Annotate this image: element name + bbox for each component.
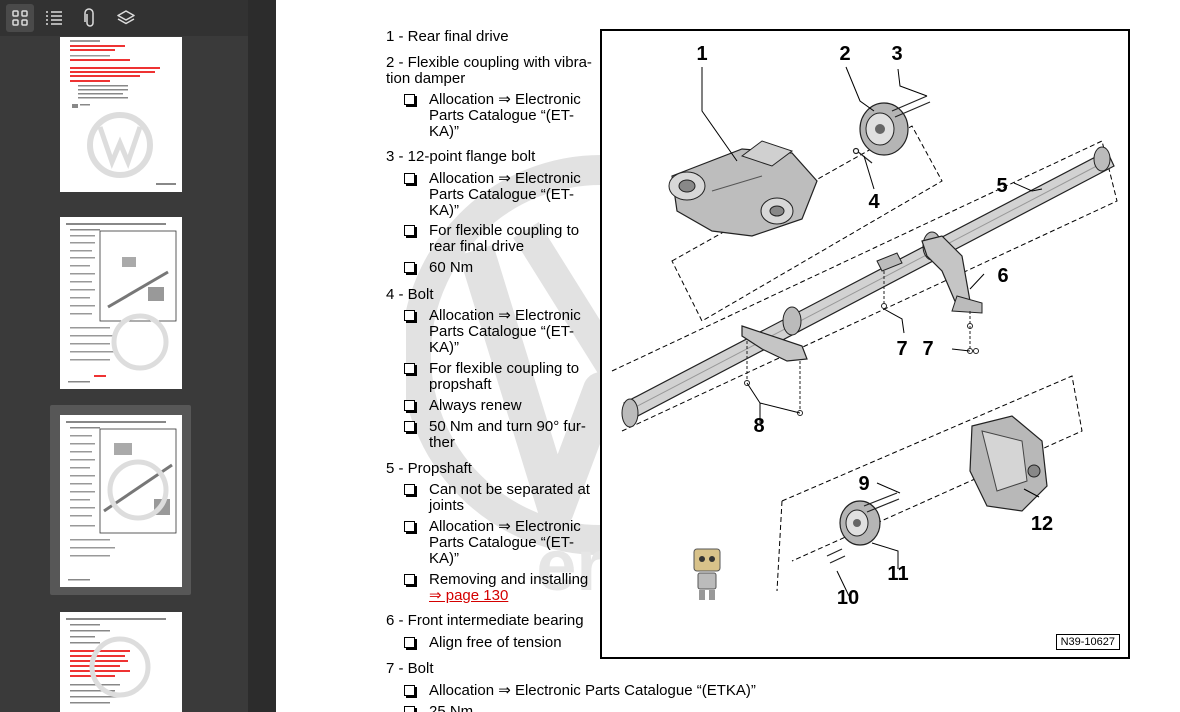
bullet-checkbox	[404, 94, 415, 105]
item-5-bullet-1: Can not be separated at joints	[429, 481, 590, 514]
exploded-view-figure: 1 2 3 4 5 6 7 7 8 9 10 11 12 N39-10627	[600, 29, 1130, 659]
sidebar-toolbar	[0, 0, 248, 36]
item-4-bullet-1: Allocation ⇒ Electronic Parts Catalogue …	[429, 307, 581, 356]
callout-6: 6	[997, 265, 1008, 287]
item-2-bullet-1: Allocation ⇒ Electronic Parts Catalogue …	[429, 91, 581, 140]
page-thumbnail[interactable]	[60, 217, 182, 389]
callout-7a: 7	[896, 338, 907, 360]
item-7-bullet-2: 25 Nm	[429, 703, 474, 712]
item-6-bullet-1: Align free of tension	[429, 634, 562, 651]
layers-button[interactable]	[112, 4, 140, 32]
bullet-checkbox	[404, 173, 415, 184]
item-3-bullet-3: 60 Nm	[429, 259, 474, 276]
bullet-checkbox	[404, 685, 415, 696]
page-thumbnail[interactable]	[60, 612, 182, 712]
bullet-checkbox	[404, 574, 415, 585]
propshaft-diagram: 1 2 3 4 5 6 7 7 8 9 10 11 12	[611, 43, 1118, 609]
item-3-bullet-1: Allocation ⇒ Electronic Parts Catalogue …	[429, 170, 581, 219]
item-4-bullet-2: For flexible coupling to propshaft	[429, 360, 580, 393]
bullet-checkbox	[404, 706, 415, 712]
callout-8: 8	[753, 415, 764, 437]
callout-12: 12	[1031, 513, 1053, 535]
page-thumbnail-current[interactable]	[60, 415, 182, 587]
bullet-checkbox	[404, 637, 415, 648]
callout-9: 9	[858, 473, 869, 495]
page-thumbnail-preview	[66, 618, 166, 704]
page-thumbnail-preview	[66, 421, 177, 581]
thumbnails-button[interactable]	[6, 4, 34, 32]
callout-5: 5	[996, 175, 1007, 197]
layers-icon	[117, 10, 135, 25]
item-4-bullet-4: 50 Nm and turn 90° fur- ther	[429, 418, 586, 451]
item-3-title: 3 - 12-point flange bolt	[386, 148, 536, 165]
gearbox-flange-illustration	[839, 500, 881, 546]
grid-icon	[12, 10, 28, 26]
item-5-bullet-3: Removing and installing	[429, 571, 589, 588]
outline-button[interactable]	[40, 4, 68, 32]
bullet-checkbox	[404, 400, 415, 411]
sidebar-scrollbar[interactable]	[248, 0, 276, 712]
robot-mascot-icon	[693, 548, 721, 600]
item-5-title: 5 - Propshaft	[386, 460, 472, 477]
callout-11: 11	[887, 563, 908, 585]
page-130-link[interactable]: ⇒ page 130	[429, 587, 509, 604]
bullet-checkbox	[404, 310, 415, 321]
document-page: erWin 1 - Rear final drive 2 - Flexible …	[276, 0, 1180, 712]
callout-2: 2	[839, 43, 850, 65]
paperclip-icon	[84, 8, 94, 27]
item-7-bullet-1: Allocation ⇒ Electronic Parts Catalogue …	[429, 682, 756, 699]
thumbnail-sidebar	[0, 0, 276, 712]
attachments-button[interactable]	[76, 4, 104, 32]
flexible-coupling-illustration	[859, 102, 909, 156]
item-4-title: 4 - Bolt	[386, 286, 434, 303]
bullet-checkbox	[404, 521, 415, 532]
callout-7b: 7	[922, 338, 933, 360]
bullet-checkbox	[404, 421, 415, 432]
item-4-bullet-3: Always renew	[429, 397, 522, 414]
gearbox-illustration	[969, 415, 1048, 512]
callout-4: 4	[868, 191, 880, 213]
callout-10: 10	[837, 587, 859, 609]
item-2-title: 2 - Flexible coupling with vibra- tion d…	[386, 54, 592, 87]
page-thumbnail-preview	[66, 223, 177, 383]
rear-final-drive-illustration	[668, 140, 818, 237]
figure-id-label: N39-10627	[1055, 634, 1120, 650]
bullet-checkbox	[404, 484, 415, 495]
bullet-checkbox	[404, 262, 415, 273]
page-thumbnail[interactable]	[60, 37, 182, 192]
bullet-checkbox	[404, 225, 415, 236]
item-7-title: 7 - Bolt	[386, 660, 434, 677]
list-icon	[46, 11, 62, 25]
bullet-checkbox	[404, 363, 415, 374]
page-thumbnail-preview	[70, 40, 176, 185]
callout-3: 3	[891, 43, 902, 65]
callout-1: 1	[696, 43, 707, 65]
item-5-bullet-2: Allocation ⇒ Electronic Parts Catalogue …	[429, 518, 581, 567]
item-6-title: 6 - Front intermediate bearing	[386, 612, 584, 629]
item-1-title: 1 - Rear final drive	[386, 28, 509, 45]
item-3-bullet-2: For flexible coupling to rear final driv…	[429, 222, 580, 255]
